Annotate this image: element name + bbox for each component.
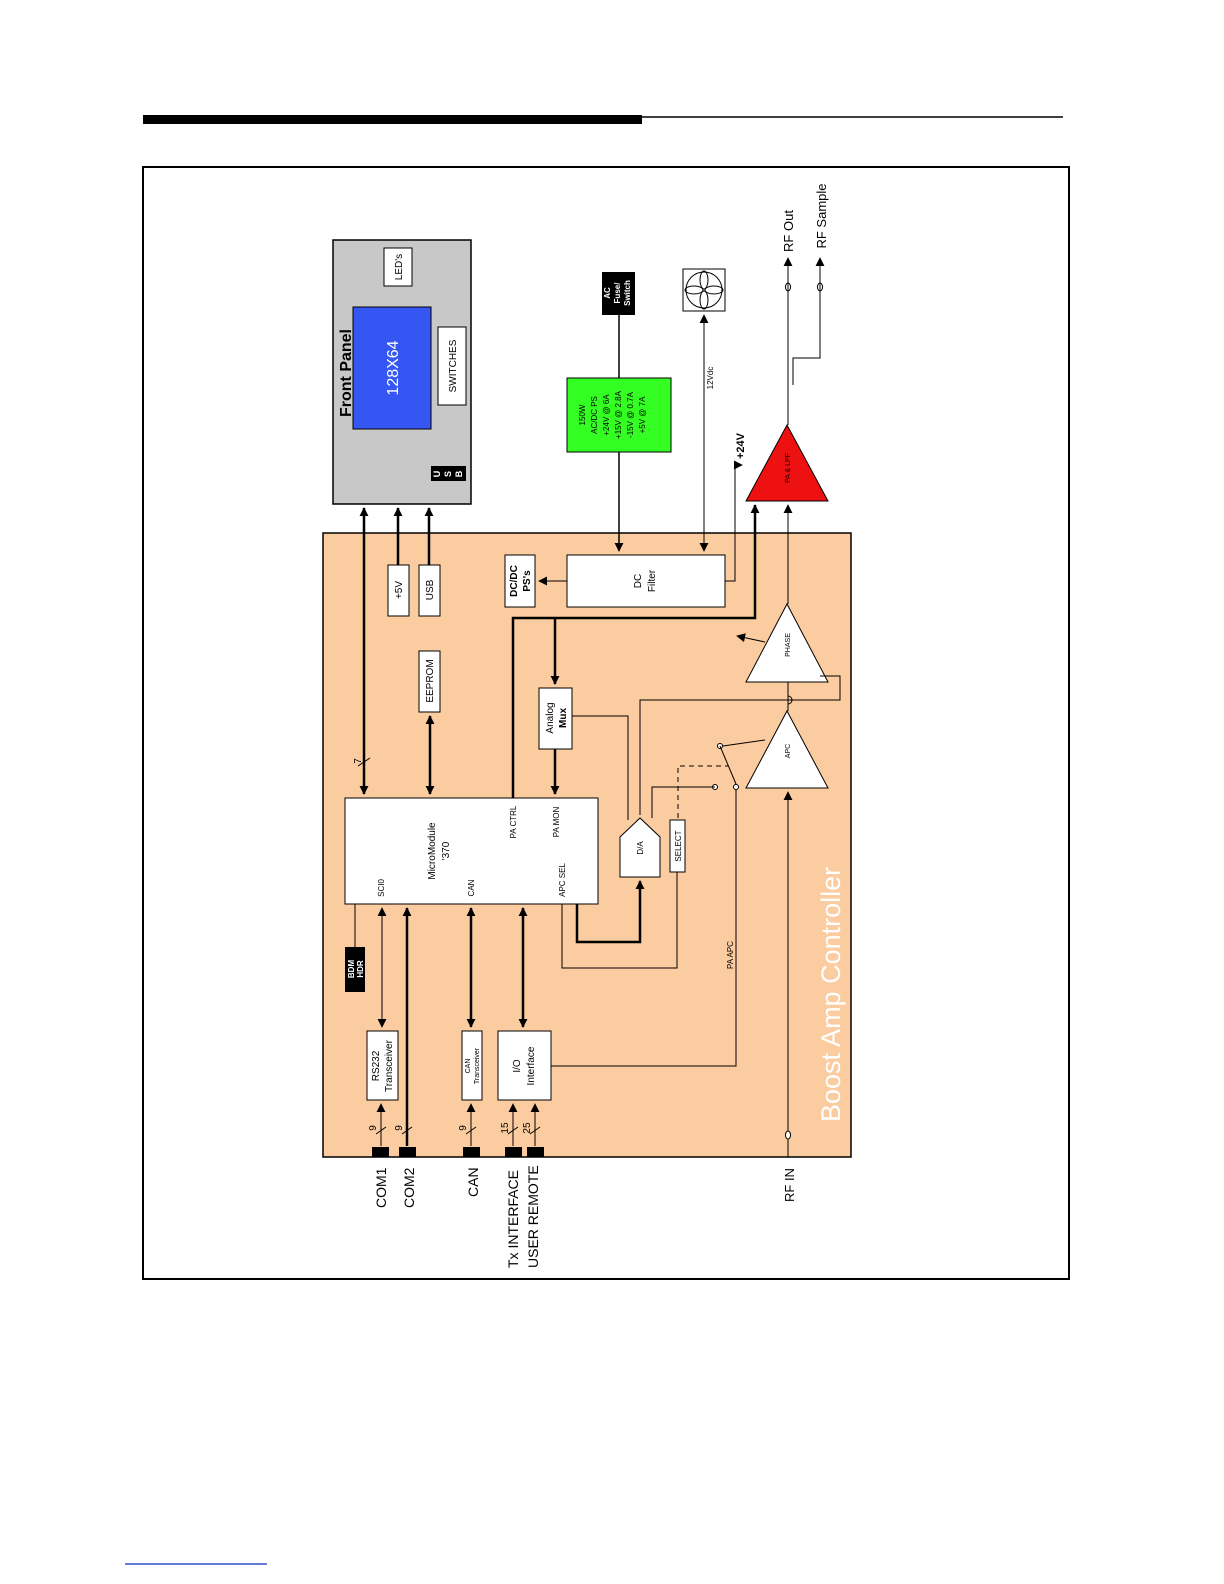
- can-xcvr-line-2: Transceiver: [474, 1047, 481, 1084]
- com1-label: COM1: [373, 1167, 389, 1208]
- com2-pin-count: 9: [394, 1125, 405, 1131]
- diagram-frame: [142, 166, 1070, 1280]
- leds-box: [383, 247, 413, 287]
- usb-tag: [431, 466, 466, 481]
- micromodule-box: [344, 797, 599, 905]
- bdm-line-2: HDR: [356, 960, 365, 978]
- dcdc-line-1: DC/DC: [509, 565, 520, 597]
- bdm-line-1: BDM: [347, 960, 356, 979]
- com2-label: COM2: [401, 1167, 417, 1208]
- phase-label: PHASE: [785, 633, 792, 657]
- rs232-line-2: Transceiver: [384, 1039, 395, 1092]
- switches-label: SWITCHES: [448, 339, 459, 392]
- psu-line-6: +5V @ 7A: [638, 396, 647, 433]
- io-line-1: I/O: [512, 1059, 523, 1073]
- tx-interface-label: Tx INTERFACE: [505, 1170, 521, 1268]
- bdm-header: [345, 947, 365, 992]
- psu-line-1: 150W: [578, 404, 587, 425]
- pa-apc-label: PA APC: [726, 941, 735, 969]
- com1-connector: [372, 1147, 389, 1157]
- bus-7-count: 7: [353, 758, 364, 764]
- select-label: SELECT: [674, 830, 683, 861]
- rs232-transceiver-box: [366, 1030, 399, 1101]
- com2-connector: [399, 1147, 416, 1157]
- can-pin-count: 9: [458, 1125, 469, 1131]
- psu-line-3: +24V @ 6A: [602, 394, 611, 436]
- dc-filter-line-2: Filter: [647, 569, 658, 592]
- can-port-label: CAN: [465, 1167, 481, 1197]
- psu-line-2: AC/DC PS: [590, 396, 599, 434]
- dc-filter-box: [566, 554, 726, 608]
- front-panel-title: Front Panel: [338, 329, 355, 417]
- usb-letter-u: U: [432, 471, 442, 478]
- phase-amplifier: [745, 602, 829, 683]
- com1-pin-count: 9: [368, 1125, 379, 1131]
- rf-out-label: RF Out: [781, 210, 796, 252]
- pa-lpf-amplifier: [745, 423, 829, 502]
- user-pin-count: 25: [522, 1122, 533, 1134]
- micromodule-name-2: '370: [441, 841, 452, 860]
- dc-filter-line-1: DC: [633, 574, 644, 588]
- io-line-2: Interface: [526, 1046, 537, 1085]
- eeprom-box: [418, 650, 441, 713]
- dac-label: D/A: [636, 841, 645, 855]
- ac-fuse-switch-box: [602, 272, 635, 315]
- psu-line-4: +15V @ 2.8A: [614, 390, 623, 439]
- psu-line-5: -15V @ 0.7A: [626, 391, 635, 438]
- usb-letter-b: B: [454, 470, 464, 477]
- apc-sel-label: APC SEL: [558, 863, 567, 897]
- apc-label: APC: [785, 744, 792, 758]
- user-connector: [527, 1147, 544, 1157]
- rf-sample-label: RF Sample: [814, 183, 829, 248]
- can-transceiver-box: [461, 1030, 483, 1101]
- pa-ctrl-label: PA CTRL: [509, 805, 518, 838]
- usb-label: USB: [425, 579, 436, 600]
- can-xcvr-line-1: CAN: [465, 1059, 472, 1074]
- can-pin-label: CAN: [467, 879, 476, 896]
- ac-line-2: Fuse/: [613, 282, 622, 304]
- can-connector: [463, 1147, 480, 1157]
- dcdc-line-2: PS's: [522, 570, 533, 592]
- rs232-line-1: RS232: [371, 1050, 382, 1081]
- leds-label: LED's: [394, 254, 405, 280]
- rf-in-connector: [785, 1130, 791, 1140]
- tx-pin-count: 15: [500, 1122, 511, 1134]
- user-remote-label: USER REMOTE: [525, 1165, 541, 1268]
- header-rule-thick: [143, 115, 642, 124]
- eeprom-label: EEPROM: [425, 659, 436, 702]
- controller-title: Boost Amp Controller: [816, 867, 846, 1122]
- wiring: [354, 257, 841, 1157]
- dcdc-ps-box: [504, 554, 536, 608]
- analog-mux-line-1: Analog: [545, 702, 556, 733]
- plus5v-label: +5V: [394, 581, 405, 599]
- apc-amplifier: [745, 709, 829, 789]
- ac-line-3: Switch: [623, 280, 632, 306]
- analog-mux-line-2: Mux: [558, 708, 569, 728]
- pa-lpf-label: PA & LPF: [785, 453, 792, 483]
- ac-line-1: AC: [603, 287, 612, 299]
- micromodule-name-1: MicroModule: [427, 822, 438, 880]
- lcd-display: [352, 306, 432, 430]
- sci0-pin-label: SCI0: [377, 879, 386, 897]
- fan-icon: [682, 268, 726, 312]
- lcd-display-label: 128X64: [385, 340, 402, 395]
- fan-voltage-label: 12Vdc: [706, 367, 715, 390]
- tx-connector: [505, 1147, 522, 1157]
- rf-in-label: RF IN: [782, 1168, 797, 1202]
- switches-box: [437, 326, 467, 406]
- usb-letter-s: S: [443, 471, 453, 477]
- pa-mon-label: PA MON: [552, 807, 561, 838]
- plus24v-label: +24V: [735, 432, 747, 459]
- dac-block: [619, 817, 661, 878]
- io-interface-box: [497, 1030, 552, 1101]
